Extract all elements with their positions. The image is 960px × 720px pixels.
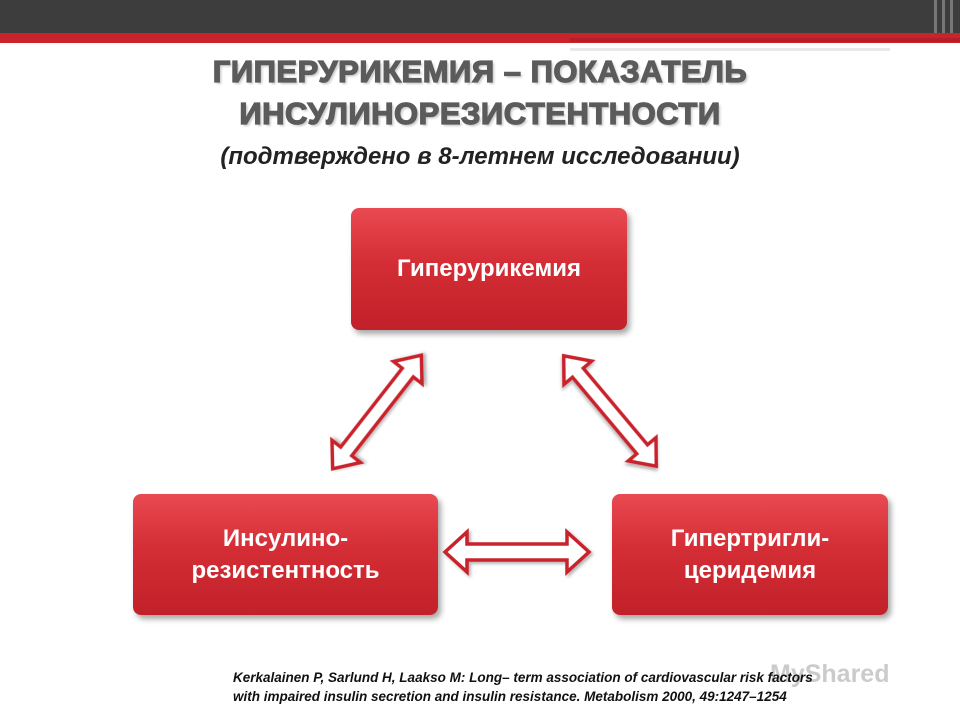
- node-hypertriglyceridemia-label-2: церидемия: [683, 556, 817, 584]
- title-line-2: ИНСУЛИНОРЕЗИСТЕНТНОСТИ: [239, 95, 721, 131]
- reference-line-1: Kerkalainen P, Sarlund H, Laakso M: Long…: [233, 670, 813, 685]
- reference: Kerkalainen P, Sarlund H, Laakso M: Long…: [233, 668, 933, 706]
- top-bar: [0, 0, 960, 33]
- node-insulin-resistance-label-2: резистентность: [191, 556, 380, 584]
- top-bar-stripe: [942, 0, 945, 33]
- red-band-secondary: [570, 38, 960, 42]
- node-hyperuricemia: Гиперурикемия: [351, 208, 627, 330]
- node-insulin-resistance: Инсулино- резистентность: [133, 494, 438, 615]
- title-line-1: ГИПЕРУРИКЕМИЯ – ПОКАЗАТЕЛЬ: [212, 53, 748, 89]
- subtitle: (подтверждено в 8-летнем исследовании): [220, 143, 740, 170]
- node-insulin-resistance-label-1: Инсулино-: [222, 524, 349, 552]
- double-arrow-bottom: [442, 528, 592, 576]
- reference-line-2: with impaired insulin secretion and insu…: [233, 689, 787, 704]
- double-arrow-left: [330, 353, 424, 471]
- node-hypertriglyceridemia-label-1: Гипертригли-: [670, 524, 830, 552]
- node-hypertriglyceridemia: Гипертригли- церидемия: [612, 494, 888, 615]
- white-accent-line: [570, 48, 890, 51]
- top-bar-stripe: [934, 0, 937, 33]
- red-band: [0, 33, 960, 43]
- double-arrow-right: [561, 353, 659, 469]
- watermark: MyShared: [770, 660, 890, 688]
- node-hyperuricemia-label: Гиперурикемия: [397, 255, 581, 282]
- top-bar-stripe: [950, 0, 953, 33]
